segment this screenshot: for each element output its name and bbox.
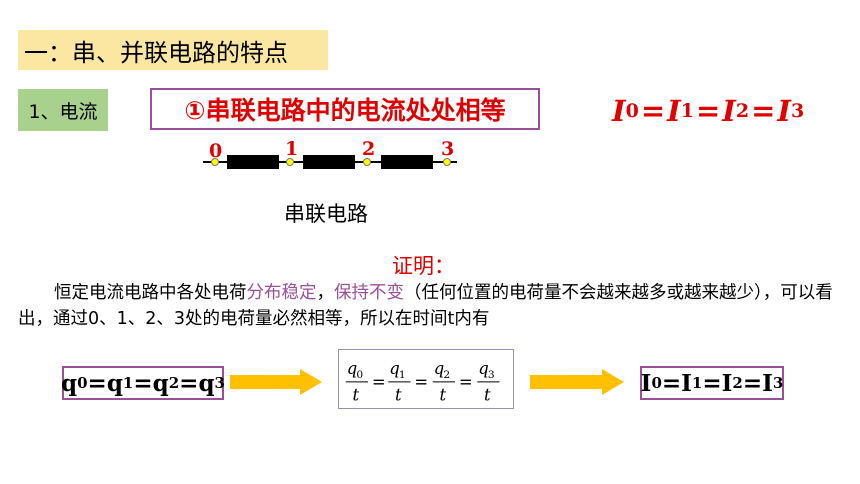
sub-topic-tag: 1、电流 — [18, 89, 108, 131]
resistor-3 — [381, 155, 433, 169]
proof-title: 证明： — [392, 254, 455, 278]
svg-text:=: = — [414, 373, 428, 392]
proof-paragraph: 恒定电流电路中各处电荷分布稳定，保持不变（任何位置的电荷量不会越来越多或越来越少… — [18, 283, 833, 329]
svg-text:t: t — [440, 385, 447, 404]
svg-text:t: t — [353, 385, 360, 404]
resistor-2 — [303, 155, 355, 169]
circuit-node-3 — [443, 158, 451, 166]
svg-text:q: q — [347, 359, 358, 378]
svg-text:1: 1 — [399, 368, 406, 381]
svg-text:0: 0 — [356, 368, 363, 381]
circuit-caption: 串联电路 — [284, 202, 368, 226]
arrow-right-icon-2 — [530, 369, 624, 395]
resistor-1 — [227, 155, 279, 169]
svg-text:t: t — [484, 385, 491, 404]
circuit-label-3: 3 — [441, 138, 454, 160]
circuit-label-1: 1 — [285, 138, 298, 160]
svg-text:=: = — [372, 373, 386, 392]
circuit-node-1 — [286, 158, 294, 166]
series-circuit-diagram: 0 1 2 3 — [203, 138, 457, 169]
circuit-label-0: 0 — [209, 140, 222, 162]
svg-text:2: 2 — [443, 368, 450, 381]
section-title-text: 一：串、并联电路的特点 — [24, 38, 288, 67]
sub-topic-text: 1、电流 — [28, 100, 98, 123]
svg-text:q: q — [434, 359, 445, 378]
fraction-equation-box: q 0 t = q 1 t = q 2 t = q 3 t — [338, 349, 514, 409]
svg-text:t: t — [395, 385, 402, 404]
svg-text:3: 3 — [488, 368, 495, 381]
section-title: 一：串、并联电路的特点 — [18, 30, 328, 70]
highlight-stable: 分布稳定 — [246, 283, 317, 303]
svg-text:q: q — [478, 359, 489, 378]
rule-text: ①串联电路中的电流处处相等 — [184, 96, 506, 125]
svg-text:q: q — [389, 359, 400, 378]
circuit-node-2 — [363, 158, 371, 166]
arrow-right-icon — [230, 369, 322, 395]
highlight-unchanged: 保持不变 — [334, 283, 404, 303]
svg-text:=: = — [459, 373, 473, 392]
circuit-node-0 — [211, 158, 219, 166]
series-current-rule: ①串联电路中的电流处处相等 — [150, 88, 540, 130]
circuit-label-2: 2 — [362, 138, 375, 160]
